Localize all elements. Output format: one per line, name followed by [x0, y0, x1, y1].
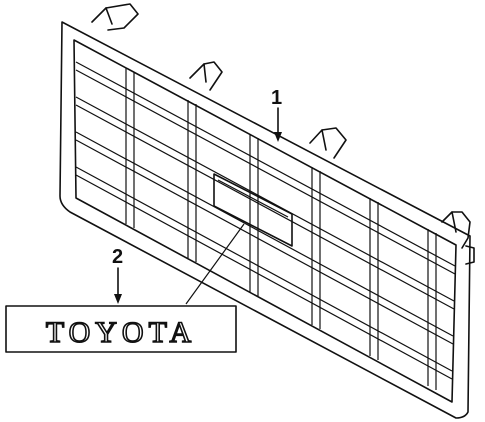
- callout-1: 1: [271, 87, 282, 142]
- callout-2-arrowhead: [114, 294, 122, 304]
- emblem-text: TOYOTA: [46, 316, 196, 349]
- callout-1-arrowhead: [274, 132, 282, 142]
- emblem-leader-line: [185, 223, 245, 305]
- emblem-outline: [5, 305, 237, 353]
- callout-1-number: 1: [271, 87, 282, 109]
- radiator-grille: [59, 3, 475, 419]
- callout-2: 2: [112, 246, 123, 304]
- toyota-emblem: TOYOTA: [5, 305, 237, 353]
- callout-2-number: 2: [112, 246, 123, 268]
